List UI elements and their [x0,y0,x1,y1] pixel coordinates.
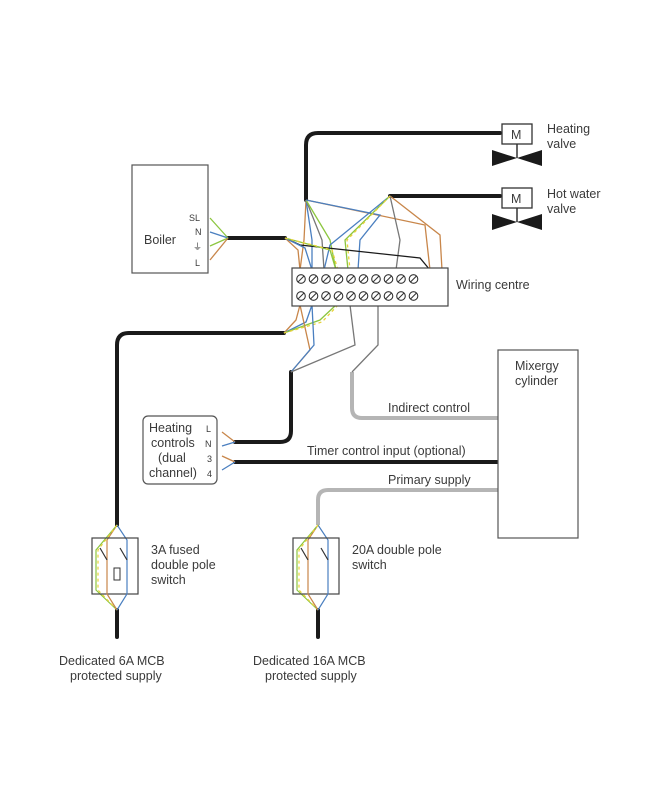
grey-cables [316,372,498,525]
indirect-control-label: Indirect control [388,401,470,415]
heating-valve: M Heating valve [492,122,590,166]
terminal-screw-slot [385,275,392,283]
primary-supply-label: Primary supply [388,473,471,487]
hot-water-valve-motor-icon: M [511,192,521,206]
heating-controls-terminal-4: 4 [207,469,212,479]
boiler-terminal-sl: SL [189,213,200,223]
terminal-row-bottom [296,291,419,301]
heating-controls-label-2: controls [151,436,195,450]
terminal-screw-slot [410,292,417,300]
cylinder-label-2: cylinder [515,374,558,388]
supply-16a-label-2: protected supply [265,669,357,683]
cable-heating-controls [233,370,293,444]
switch-3a-label-1: 3A fused [151,543,200,557]
terminal-screw-slot [335,275,342,283]
fuse-icon [113,567,121,581]
switch-20a: 20A double pole switch Dedicated 16A MCB… [253,524,442,683]
heating-controls-terminal-3: 3 [207,454,212,464]
terminal-screw-slot [322,275,330,283]
terminal-screw-slot [297,275,305,283]
heating-valve-label-1: Heating [547,122,590,136]
cable-indirect-control [350,372,498,420]
supply-6a-label-2: protected supply [70,669,162,683]
heating-valve-body-icon [492,150,517,166]
cylinder-label-1: Mixergy [515,359,560,373]
switch-3a-fused: 3A fused double pole switch Dedicated 6A… [59,524,216,683]
terminal-screw-slot [360,292,367,300]
lower-cores [221,304,379,471]
heating-controls-label-4: channel) [149,466,197,480]
hot-water-valve-label-1: Hot water [547,187,601,201]
cable-primary-supply [316,488,498,525]
hot-water-valve-label-2: valve [547,202,576,216]
terminal-screw-slot [410,275,417,283]
switch-20a-label-2: switch [352,558,387,572]
terminal-screw-slot [360,275,367,283]
heating-controls-label-1: Heating [149,421,192,435]
supply-6a-label-1: Dedicated 6A MCB [59,654,165,668]
supply-16a-label-1: Dedicated 16A MCB [253,654,366,668]
terminal-screw-slot [347,275,355,283]
boiler: Boiler SL N ⏚ L [131,164,209,274]
wiring-centre-label: Wiring centre [456,278,530,292]
heating-controls-terminal-n: N [205,439,212,449]
switch-20a-label-1: 20A double pole [352,543,442,557]
terminal-screw-slot [335,292,342,300]
hot-water-valve: M Hot water valve [492,187,601,230]
switch-3a-label-3: switch [151,573,186,587]
boiler-earth-icon: ⏚ [193,242,202,252]
terminal-screw-slot [322,292,330,300]
terminal-screw-slot [372,275,380,283]
terminal-screw-slot [385,292,392,300]
hot-water-valve-body-icon [492,214,517,230]
terminal-screw-slot [397,292,405,300]
heating-controls-label-3: (dual [158,451,186,465]
terminal-screw-slot [310,275,317,283]
mixergy-cylinder: Mixergy cylinder [497,349,579,539]
heating-valve-motor-icon: M [511,128,521,142]
terminal-screw-slot [372,292,380,300]
terminal-screw-slot [297,292,305,300]
heating-controls: Heating controls (dual channel) L N 3 4 [142,415,218,485]
terminal-screw-slot [347,292,355,300]
terminal-screw-slot [397,275,405,283]
upper-cores [209,195,443,271]
boiler-terminal-n: N [195,227,202,237]
timer-control-label: Timer control input (optional) [307,444,466,458]
terminal-row-top [296,274,419,284]
heating-controls-terminal-l: L [206,424,211,434]
boiler-terminal-l: L [195,258,200,268]
terminal-screw-slot [310,292,317,300]
heating-valve-label-2: valve [547,137,576,151]
black-cables [115,131,502,639]
boiler-label: Boiler [144,233,176,247]
cable-3a-switch [115,331,286,527]
cable-heating-valve [304,131,502,202]
wiring-centre: Wiring centre [291,267,530,307]
switch-3a-label-2: double pole [151,558,216,572]
